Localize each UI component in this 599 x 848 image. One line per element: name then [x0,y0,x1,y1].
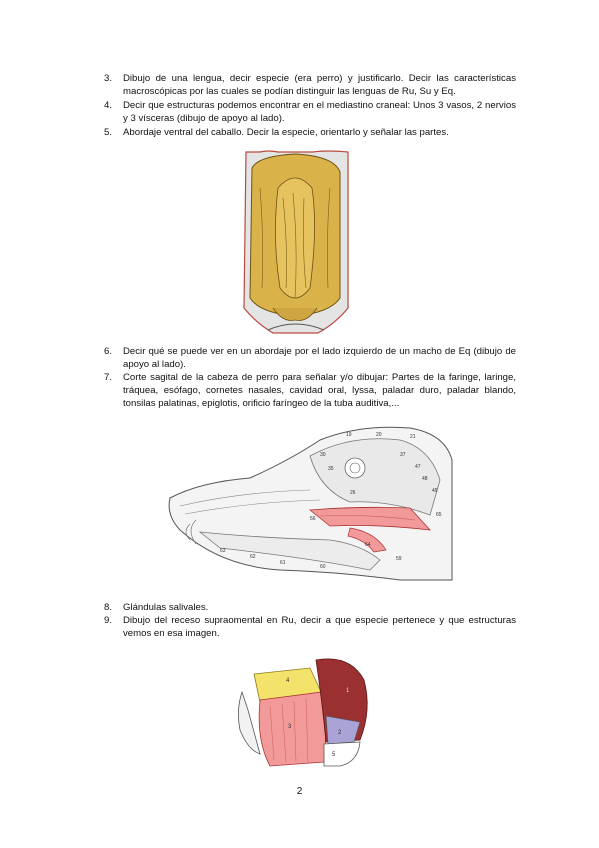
page-number: 2 [296,786,303,797]
question-number: 4. [104,100,113,111]
horse-ventral-approach-figure [238,148,353,338]
svg-text:2: 2 [338,730,342,736]
question-9: 9. Dibujo del receso supraomental en Ru,… [104,614,516,640]
svg-text:48: 48 [422,476,428,482]
question-text: Dibujo de una lengua, decir especie (era… [123,73,516,97]
question-text: Corte sagital de la cabeza de perro para… [123,372,516,409]
dog-head-sagittal-figure: 19 20 21 30 35 47 48 49 26 56 64 63 62 6… [160,420,456,586]
svg-text:3: 3 [288,724,292,730]
question-7: 7. Corte sagital de la cabeza de perro p… [104,371,516,410]
svg-text:30: 30 [320,452,326,458]
svg-text:5: 5 [332,752,336,758]
question-4: 4. Decir que estructuras podemos encontr… [104,99,516,125]
question-text: Decir que estructuras podemos encontrar … [123,100,516,124]
svg-text:1: 1 [346,688,350,694]
svg-text:61: 61 [280,560,286,566]
svg-text:35: 35 [328,466,334,472]
question-8: 8. Glándulas salivales. [104,601,516,614]
question-number: 9. [104,615,113,626]
svg-text:63: 63 [220,548,226,554]
question-5: 5. Abordaje ventral del caballo. Decir l… [104,126,516,139]
svg-text:49: 49 [432,488,438,494]
svg-text:65: 65 [436,512,442,518]
question-6: 6. Decir qué se puede ver en un abordaje… [104,345,516,371]
svg-text:20: 20 [376,432,382,438]
question-number: 5. [104,127,113,138]
question-number: 6. [104,346,113,357]
svg-text:64: 64 [365,542,371,548]
svg-text:60: 60 [320,564,326,570]
svg-text:59: 59 [396,556,402,562]
svg-text:56: 56 [310,516,316,522]
svg-text:26: 26 [350,490,356,496]
svg-text:47: 47 [415,464,421,470]
question-3: 3. Dibujo de una lengua, decir especie (… [104,72,516,98]
question-text: Abordaje ventral del caballo. Decir la e… [123,127,449,138]
svg-text:21: 21 [410,434,416,440]
question-text: Dibujo del receso supraomental en Ru, de… [123,615,516,639]
svg-text:62: 62 [250,554,256,560]
question-text: Glándulas salivales. [123,602,209,613]
question-text: Decir qué se puede ver en un abordaje po… [123,346,516,370]
svg-text:19: 19 [346,432,352,438]
svg-text:4: 4 [286,678,290,684]
question-number: 8. [104,602,113,613]
supraomental-recess-figure: 1 2 3 4 5 [230,650,375,770]
svg-text:37: 37 [400,452,406,458]
question-number: 7. [104,372,113,383]
question-number: 3. [104,73,113,84]
